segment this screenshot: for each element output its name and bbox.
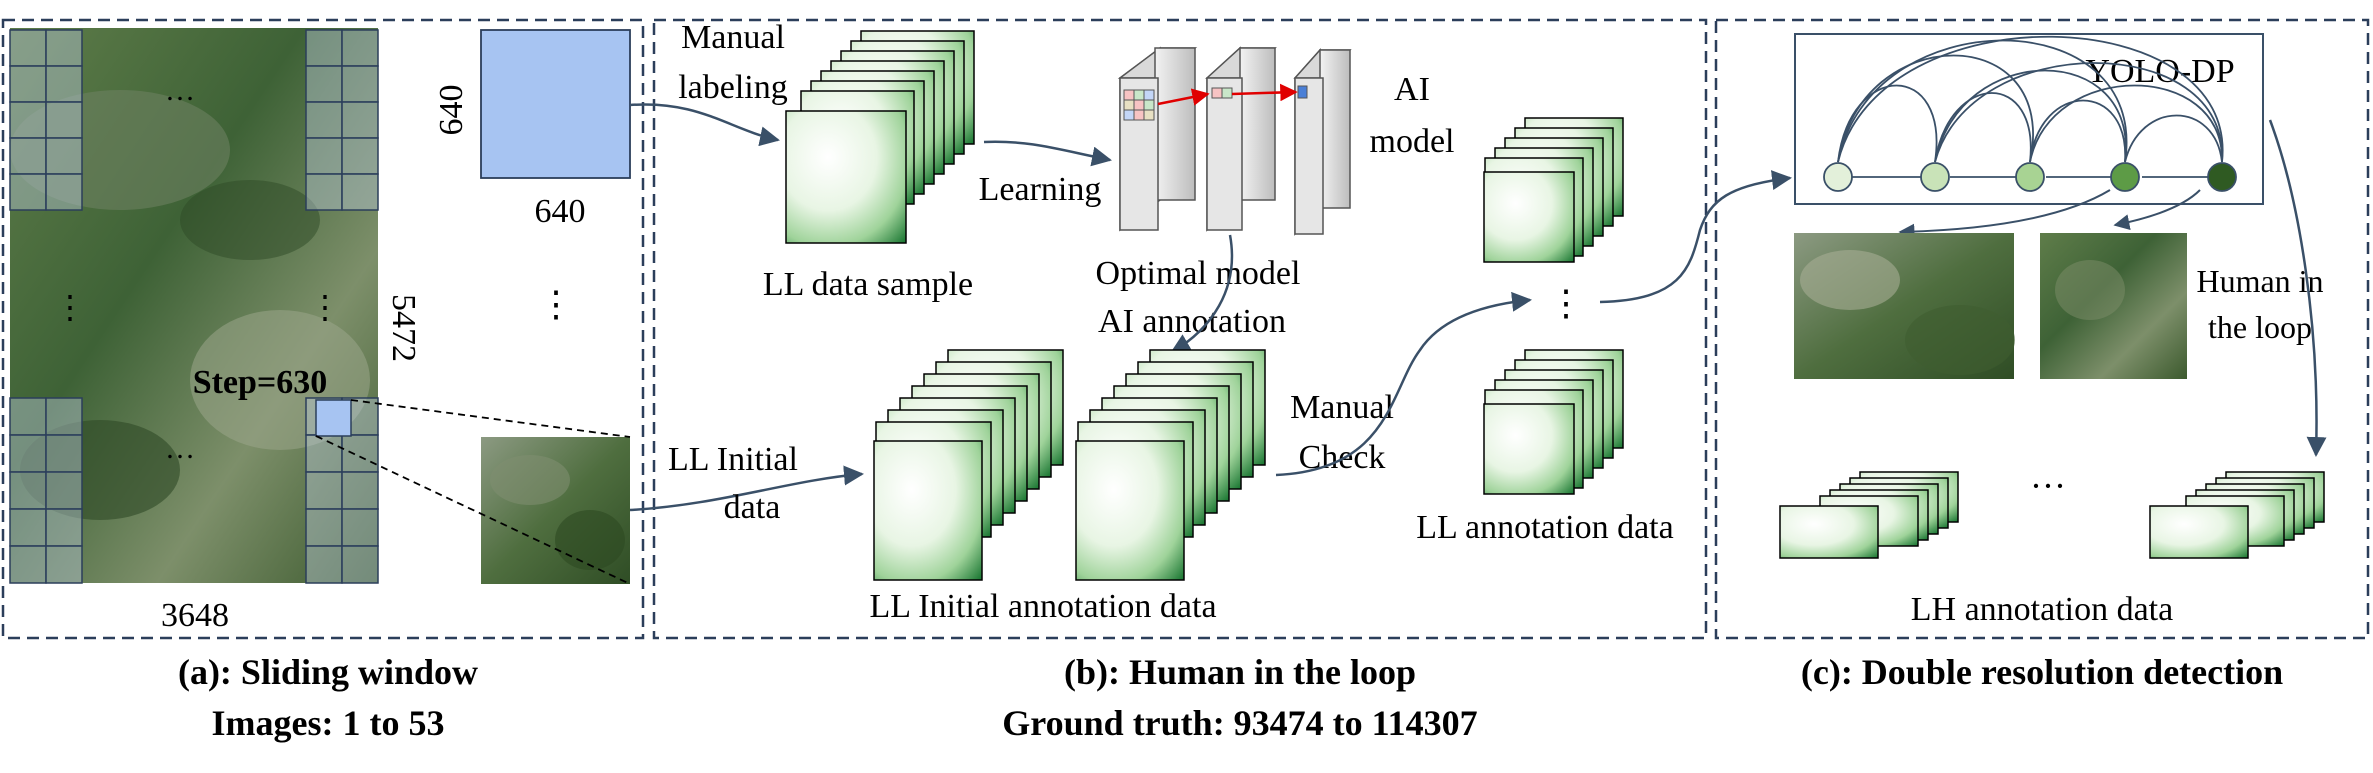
tile-grid-top-left <box>9 29 83 211</box>
sliding-window-highlight <box>315 399 352 437</box>
arrow-to-image-1 <box>1898 189 2111 240</box>
dimension-3648: 3648 <box>161 597 229 634</box>
lh-annotation-label: LH annotation data <box>1911 591 2173 628</box>
zoom-line-top <box>350 399 631 438</box>
manual-labeling-line1: Manual <box>681 19 785 56</box>
yolo-node-1 <box>1823 162 1853 192</box>
ai-model-label-line2: model <box>1370 123 1455 160</box>
step-label: Step=630 <box>193 364 328 401</box>
arrow-to-lh <box>2268 119 2327 457</box>
caption-a-sub: Images: 1 to 53 <box>212 703 445 743</box>
optimal-model-label: Optimal model <box>1096 255 1301 292</box>
arrow-to-ll-initial <box>629 465 864 512</box>
dimension-640-vertical: 640 <box>433 85 470 136</box>
ll-initial-data-line1: LL Initial <box>668 441 798 478</box>
human-in-loop-line1: Human in <box>2196 263 2323 299</box>
vdots-ll-annotation: ⋮ <box>1548 283 1584 323</box>
vdots-left: ⋮ <box>54 289 86 325</box>
lh-annotation-stack-left <box>1779 471 1959 559</box>
lh-annotation-stack-right <box>2149 471 2325 559</box>
arrow-to-yolo <box>1599 170 1792 304</box>
yolo-node-4 <box>2110 162 2140 192</box>
yolo-node-2 <box>1920 162 1950 192</box>
dots-lh: ··· <box>2030 466 2066 506</box>
caption-a-title: (a): Sliding window <box>178 652 478 692</box>
red-arrow-2 <box>1231 83 1298 102</box>
arrow-manual-check <box>1275 291 1532 477</box>
dots-top: … <box>165 74 195 107</box>
yolo-node-3 <box>2015 162 2045 192</box>
arrow-learning <box>983 140 1112 167</box>
ll-initial-stack-2 <box>1075 349 1266 581</box>
caption-c-title: (c): Double resolution detection <box>1801 652 2283 692</box>
ll-initial-annotation-label: LL Initial annotation data <box>869 588 1216 625</box>
red-arrow-1 <box>1157 88 1210 106</box>
manual-check-line1: Manual <box>1290 389 1394 426</box>
ai-annotation-label: AI annotation <box>1098 303 1286 340</box>
ll-annotation-stack-bottom <box>1483 349 1624 495</box>
vdots-right: ⋮ <box>309 289 341 325</box>
yolo-connections <box>1837 35 2224 178</box>
dimension-640-horizontal: 640 <box>535 193 586 230</box>
caption-b-title: (b): Human in the loop <box>1064 652 1416 692</box>
panel-c-border <box>1714 18 2370 640</box>
manual-labeling-line2: labeling <box>678 69 788 106</box>
panel-a-border <box>1 18 645 640</box>
dots-bottom: … <box>165 432 195 465</box>
yolo-dp-label: YOLO-DP <box>2085 53 2234 90</box>
human-in-loop-line2: the loop <box>2208 309 2312 345</box>
arrow-to-ll-sample <box>629 103 780 147</box>
panel-a: … … ⋮ ⋮ Step=630 5472 3648 640 640 ⋮ <box>9 28 864 634</box>
ll-annotation-label: LL annotation data <box>1416 509 1673 546</box>
tile-grid-bottom-left <box>9 397 83 584</box>
caption-b-sub: Ground truth: 93474 to 114307 <box>1002 703 1477 743</box>
ll-initial-data-line2: data <box>724 489 781 526</box>
window-640-box <box>480 29 631 179</box>
feature-grid-cells <box>1123 85 1308 121</box>
tile-grid-top-right <box>305 29 379 211</box>
dimension-5472: 5472 <box>385 294 422 362</box>
ll-initial-stack-1 <box>873 349 1064 581</box>
ll-data-sample-stack <box>785 30 975 244</box>
yolo-node-5 <box>2207 162 2237 192</box>
ll-data-sample-label: LL data sample <box>763 266 973 303</box>
learning-label: Learning <box>979 171 1102 208</box>
panel-b-border <box>652 18 1708 640</box>
zoom-line-bottom <box>315 435 631 585</box>
arrow-to-image-2 <box>2113 189 2201 231</box>
panel-c: YOLO-DP Human in the <box>1779 33 2327 628</box>
arrow-ai-to-initial <box>1170 234 1234 354</box>
vdots-middle: ⋮ <box>538 284 574 324</box>
panel-b: Manual labeling LL data sample Learning <box>668 19 1792 625</box>
ai-model-label-line1: AI <box>1394 71 1430 108</box>
ll-annotation-stack-top <box>1483 117 1624 263</box>
ai-model-network <box>1117 46 1352 236</box>
